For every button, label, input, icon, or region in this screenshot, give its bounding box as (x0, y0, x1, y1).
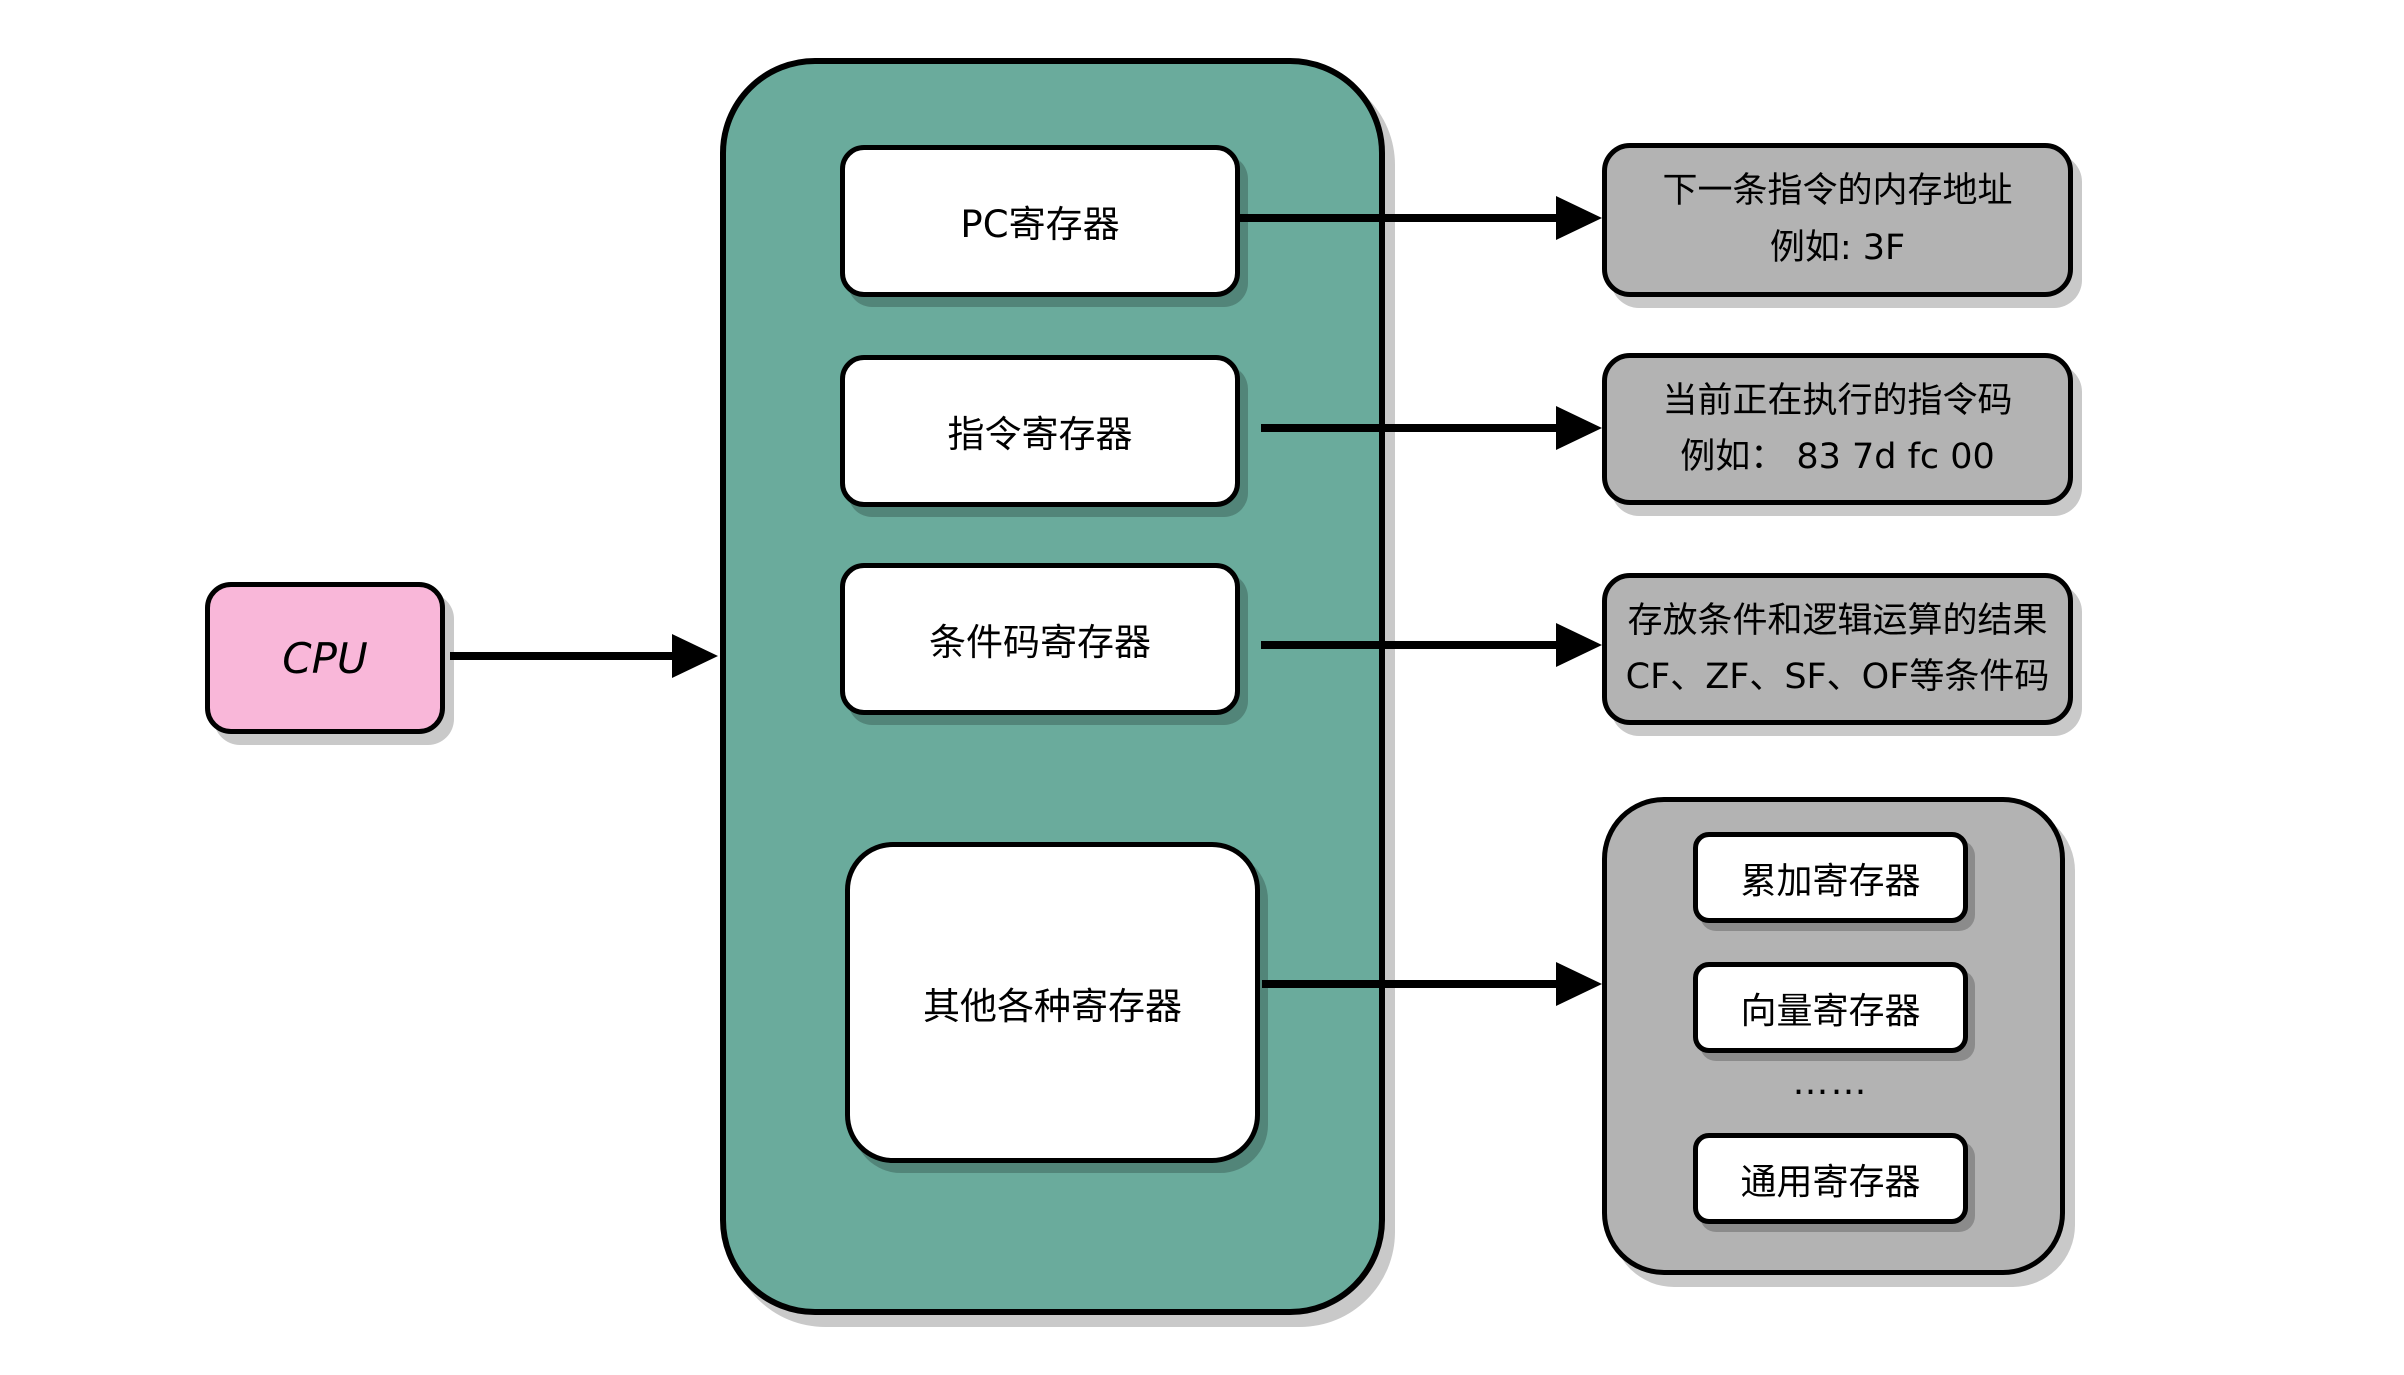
vector-register-box: 向量寄存器 (1693, 962, 1968, 1053)
pc-description-box: 下一条指令的内存地址 例如: 3F (1602, 143, 2073, 297)
instruction-register-box: 指令寄存器 (840, 355, 1240, 507)
arrow-head-icon (672, 634, 718, 678)
pc-register-box: PC寄存器 (840, 145, 1240, 297)
pc-description-line1: 下一条指令的内存地址 (1662, 171, 2013, 212)
arrow-instruction-to-description (1261, 406, 1602, 450)
accumulator-register-label: 累加寄存器 (1740, 860, 1921, 902)
arrow-shaft (1238, 214, 1564, 222)
other-registers-box: 其他各种寄存器 (845, 842, 1260, 1163)
condition-code-register-label: 条件码寄存器 (929, 621, 1151, 664)
arrow-pc-to-description (1238, 196, 1602, 240)
other-registers-label: 其他各种寄存器 (923, 984, 1182, 1028)
condition-code-description-line1: 存放条件和逻辑运算的结果 (1627, 600, 2048, 641)
ellipsis-label: …… (1792, 1062, 1869, 1103)
arrow-cpu-to-register-block (450, 634, 718, 678)
general-purpose-register-box: 通用寄存器 (1693, 1133, 1968, 1224)
accumulator-register-box: 累加寄存器 (1693, 832, 1968, 923)
arrow-shaft (1261, 424, 1564, 432)
condition-code-description-box: 存放条件和逻辑运算的结果 CF、ZF、SF、OF等条件码 (1602, 573, 2073, 725)
pc-description-line2: 例如: 3F (1769, 228, 1906, 269)
general-purpose-register-label: 通用寄存器 (1740, 1161, 1921, 1203)
instruction-description-box: 当前正在执行的指令码 例如： 83 7d fc 00 (1602, 353, 2073, 505)
cpu-box: CPU (205, 582, 445, 734)
arrow-head-icon (1556, 406, 1602, 450)
instruction-description-line2: 例如： 83 7d fc 00 (1680, 436, 1995, 477)
arrow-head-icon (1556, 623, 1602, 667)
cpu-label: CPU (282, 633, 368, 683)
arrow-shaft (450, 652, 680, 660)
instruction-description-line1: 当前正在执行的指令码 (1662, 380, 2013, 421)
arrow-condition-code-to-description (1261, 623, 1602, 667)
pc-register-label: PC寄存器 (960, 203, 1120, 246)
arrow-shaft (1262, 980, 1564, 988)
condition-code-description-line2: CF、ZF、SF、OF等条件码 (1625, 656, 2050, 697)
arrow-head-icon (1556, 962, 1602, 1006)
arrow-head-icon (1556, 196, 1602, 240)
vector-register-label: 向量寄存器 (1740, 990, 1921, 1032)
condition-code-register-box: 条件码寄存器 (840, 563, 1240, 715)
arrow-other-registers-to-panel (1262, 962, 1602, 1006)
arrow-shaft (1261, 641, 1564, 649)
instruction-register-label: 指令寄存器 (947, 413, 1133, 456)
